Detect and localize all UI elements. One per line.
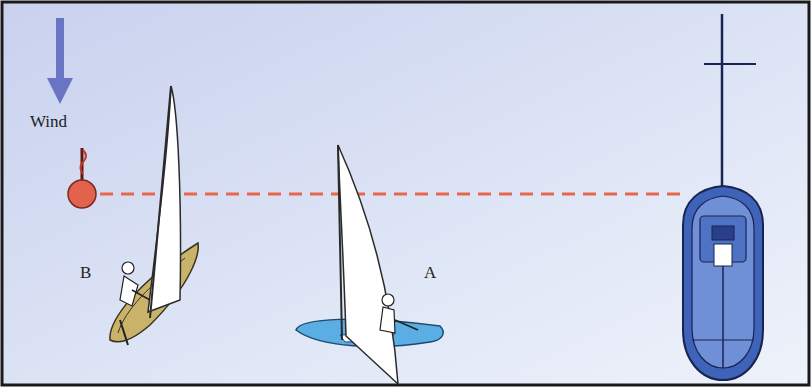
boat-label: A: [424, 263, 436, 283]
wind-label: Wind: [30, 112, 67, 132]
wind-arrow: [47, 18, 73, 104]
dinghy-b: [110, 86, 198, 345]
buoy: [68, 148, 96, 208]
committee-boat: [683, 14, 763, 380]
start-line: [100, 193, 688, 196]
boat-label: B: [80, 263, 91, 283]
dinghy-a: [296, 145, 443, 384]
